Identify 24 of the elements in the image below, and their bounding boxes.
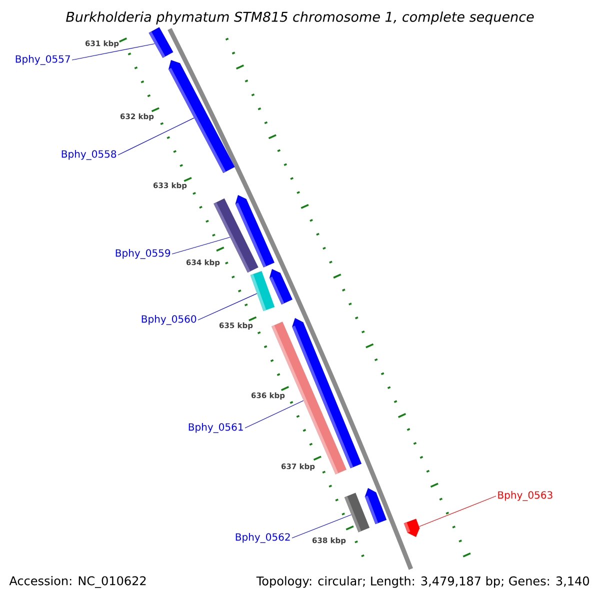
title: Burkholderia phymatum STM815 chromosome 1, complete sequence xyxy=(66,11,534,25)
gene-label: Bphy_0560 xyxy=(142,315,196,325)
leader-line xyxy=(418,496,496,527)
leader-line xyxy=(118,118,194,156)
leader-line xyxy=(72,43,155,60)
gene-block xyxy=(235,195,274,268)
gene-block xyxy=(269,269,292,304)
gene-block xyxy=(404,518,420,537)
footer-text: Topology: circular; Length: 3,479,187 bp; Genes: 3,140 xyxy=(256,576,590,588)
leader-line xyxy=(172,236,230,254)
gene-label: Bphy_0562 xyxy=(236,533,290,543)
leader-line xyxy=(198,293,258,320)
gene-block xyxy=(148,27,174,58)
gene-block xyxy=(168,60,235,174)
gene-block xyxy=(344,492,370,532)
gene-label: Bphy_0563 xyxy=(498,491,552,501)
leader-line xyxy=(244,400,304,428)
leader-line xyxy=(292,514,352,538)
gene-block xyxy=(364,488,387,524)
gene-label: Bphy_0557 xyxy=(16,55,70,65)
footer-text: Accession: NC_010622 xyxy=(9,576,146,588)
gene-label: Bphy_0559 xyxy=(116,249,170,259)
gene-label: Bphy_0561 xyxy=(188,423,243,433)
gene-label: Bphy_0558 xyxy=(62,150,116,160)
